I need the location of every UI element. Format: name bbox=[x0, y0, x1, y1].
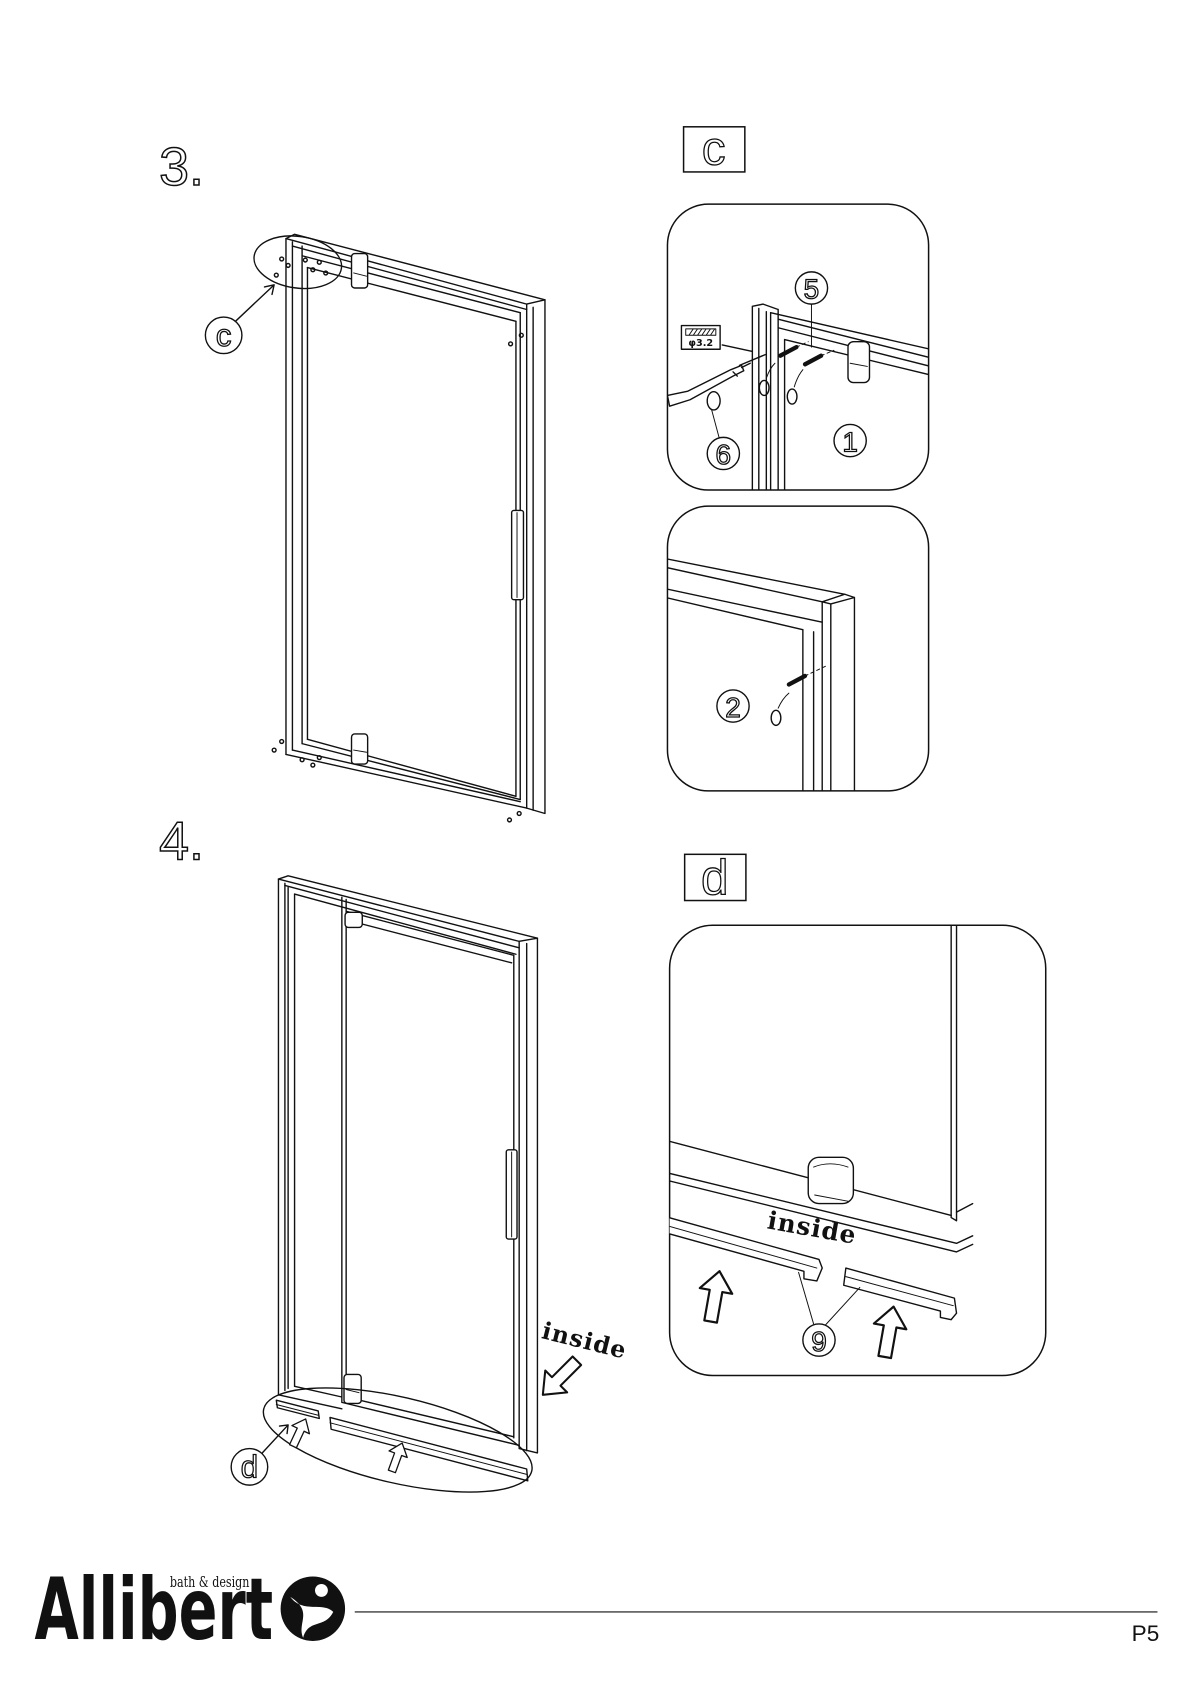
step-4-door-drawing bbox=[231, 876, 541, 1513]
step-3-door-drawing bbox=[205, 231, 545, 822]
detail-d-inside-label: inside bbox=[765, 1206, 859, 1250]
step-4-callout-leader bbox=[262, 1425, 288, 1453]
step-4-push-arrow-left bbox=[284, 1415, 314, 1450]
step-3-number: 3. bbox=[159, 137, 204, 197]
detail-c1-part-6-label: 6 bbox=[716, 439, 732, 470]
detail-d-label: d bbox=[701, 850, 729, 905]
fixing-hole bbox=[311, 268, 315, 272]
detail-c-label: c bbox=[702, 122, 726, 175]
fixing-hole bbox=[508, 818, 512, 822]
fixing-hole bbox=[317, 260, 321, 264]
fixing-hole bbox=[317, 756, 321, 760]
step-4-inside-arrow bbox=[532, 1350, 588, 1406]
detail-c1-leader-6 bbox=[712, 409, 720, 437]
detail-c1-part-5-label: 5 bbox=[804, 274, 820, 305]
fixing-hole bbox=[517, 812, 521, 816]
brand-tagline: bath & design bbox=[170, 1573, 250, 1591]
detail-c1-screw-2 bbox=[805, 356, 821, 365]
detail-d-panel bbox=[670, 925, 1046, 1375]
step-4-inside-label: inside bbox=[539, 1317, 630, 1365]
detail-c1-cap-2 bbox=[787, 389, 797, 404]
step-3-callout-label: c bbox=[216, 318, 232, 353]
step-4-right-post bbox=[519, 938, 537, 1453]
detail-d-right-seal-strip bbox=[844, 1268, 957, 1320]
step-3-bottom-rail bbox=[286, 739, 527, 808]
detail-c1-drill-size-label: φ3.2 bbox=[688, 338, 713, 349]
step-3-door-handle bbox=[512, 510, 524, 599]
step-3-bottom-hinge bbox=[352, 734, 368, 764]
step-4-top-rail bbox=[278, 876, 537, 954]
fixing-hole bbox=[280, 740, 284, 744]
detail-c2-post bbox=[803, 594, 855, 800]
detail-c-panel-2-drawing bbox=[661, 558, 854, 801]
detail-c1-hinge bbox=[848, 342, 869, 383]
fixing-hole bbox=[286, 263, 290, 267]
brand-figure-icon bbox=[281, 1576, 345, 1640]
detail-c-panel-2 bbox=[667, 506, 928, 791]
step-4-callout-label: d bbox=[241, 1450, 258, 1485]
detail-c1-post bbox=[752, 304, 784, 505]
step-3-left-post bbox=[286, 239, 307, 755]
step-3-fixing-holes bbox=[272, 257, 523, 822]
page-number: P5 bbox=[1132, 1621, 1160, 1646]
detail-c1-screw-1 bbox=[780, 347, 796, 356]
detail-c2-cap bbox=[771, 710, 781, 725]
detail-c1-part-1-label: 1 bbox=[842, 426, 858, 457]
detail-d-push-arrow-right bbox=[869, 1304, 910, 1360]
fixing-hole bbox=[509, 342, 513, 346]
detail-d-glass-edge bbox=[951, 919, 956, 1221]
brand-figure-icon-head bbox=[315, 1584, 328, 1597]
detail-c1-cap-1 bbox=[759, 380, 769, 395]
detail-d-part-9-label: 9 bbox=[811, 1326, 827, 1357]
footer: Allibert bath & design P5 bbox=[35, 1560, 1160, 1660]
detail-c2-cap-motion bbox=[778, 693, 789, 708]
step-4-top-hinge bbox=[345, 912, 362, 927]
fixing-hole bbox=[274, 273, 278, 277]
fixing-hole bbox=[519, 333, 523, 337]
fixing-hole bbox=[303, 258, 307, 262]
step-3-top-rail bbox=[286, 234, 545, 321]
detail-c1-screwdriver bbox=[667, 365, 743, 406]
step-4-number: 4. bbox=[159, 812, 204, 872]
step-3-detail-ellipse bbox=[251, 231, 345, 294]
detail-c2-part-2-label: 2 bbox=[725, 692, 741, 723]
fixing-hole bbox=[300, 758, 304, 762]
step-3-top-hinge bbox=[352, 254, 368, 288]
step-4-left-post bbox=[278, 879, 294, 1395]
detail-c1-part-6-cap bbox=[707, 392, 720, 410]
fixing-hole bbox=[280, 257, 284, 261]
step-3-callout-leader bbox=[235, 285, 274, 322]
detail-c-panel-1-drawing bbox=[667, 272, 935, 505]
step-4-door-panel bbox=[342, 897, 519, 1445]
fixing-hole bbox=[311, 763, 315, 767]
fixing-hole bbox=[272, 748, 276, 752]
detail-d-push-arrow-left bbox=[694, 1268, 735, 1324]
detail-c2-top-rail bbox=[661, 558, 845, 630]
